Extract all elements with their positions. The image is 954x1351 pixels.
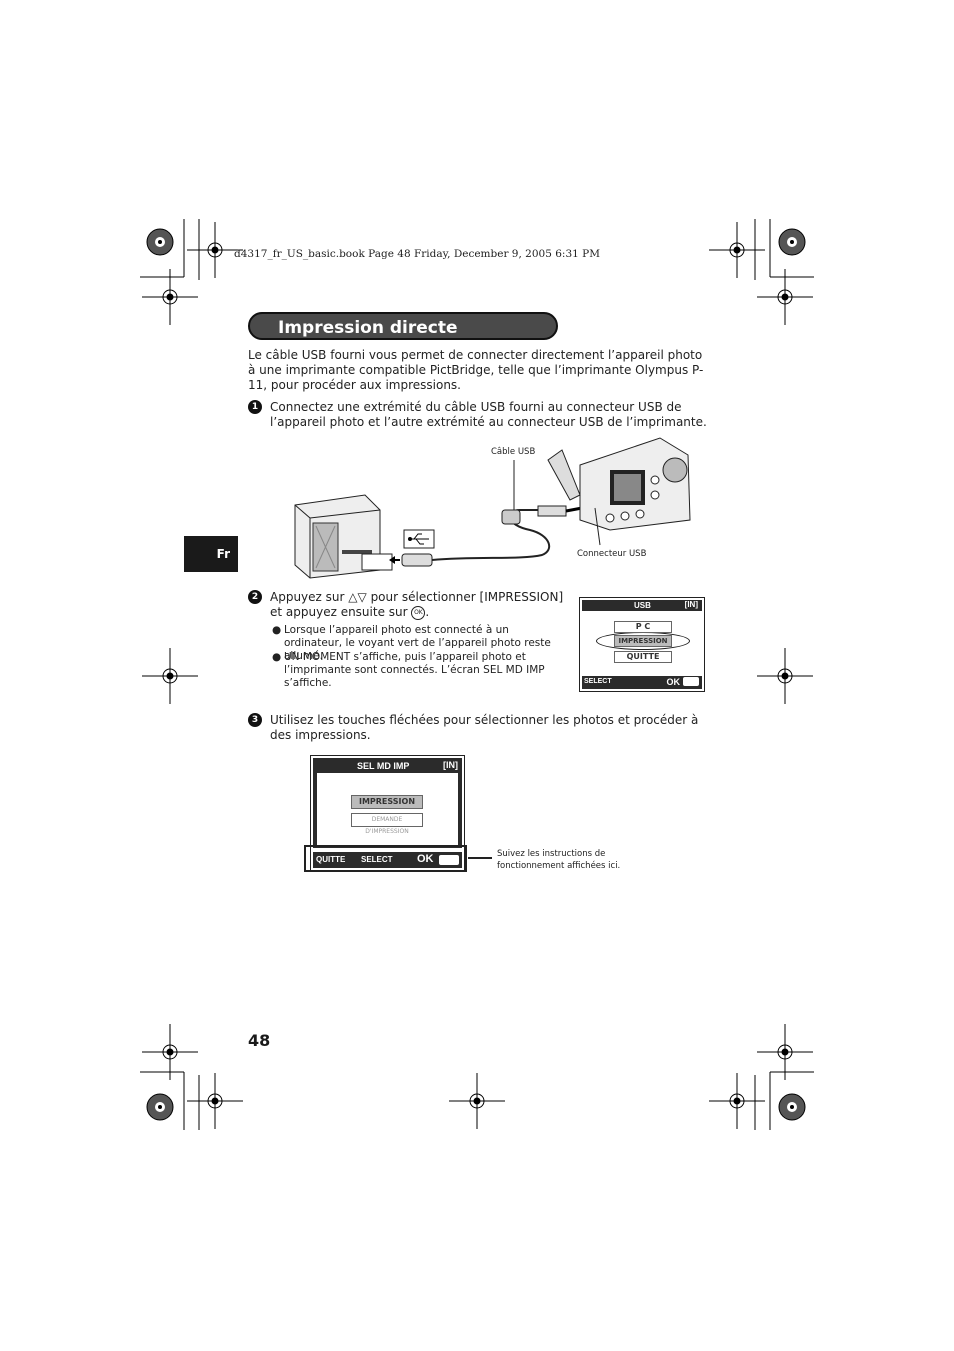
memory-badge: [IN] <box>684 600 698 609</box>
menu-item-pc[interactable]: P C <box>614 621 672 633</box>
menu-item-demande[interactable]: DEMANDE D'IMPRESSION <box>351 813 423 835</box>
step-number: 2 <box>248 590 262 604</box>
step-number: 1 <box>248 400 262 414</box>
up-down-arrow-icon: △▽ <box>348 590 367 604</box>
list-item: ● UN MOMENT s’affiche, puis l’appareil p… <box>272 651 562 690</box>
list-item: ● Lorsque l’appareil photo est connecté … <box>272 624 562 663</box>
step-number: 3 <box>248 713 262 727</box>
language-tab: Fr <box>184 536 238 572</box>
lcd-footer: SELECT OK <box>582 676 702 689</box>
ok-button-icon <box>439 855 459 865</box>
cable-label: Câble USB <box>491 447 536 457</box>
intro-paragraph: Le câble USB fourni vous permet de conne… <box>248 348 704 392</box>
step-text-part: pour sélectionner [IMPRESSION] et appuye… <box>270 590 564 619</box>
menu-item-quitte[interactable]: QUITTE <box>614 651 672 663</box>
file-header: d4317_fr_US_basic.book Page 48 Friday, D… <box>234 248 600 260</box>
menu-item-impression[interactable]: IMPRESSION <box>351 795 423 809</box>
quit-hint: QUITTE <box>316 855 346 864</box>
page-number: 48 <box>248 1031 271 1050</box>
ok-button-icon <box>683 677 699 686</box>
bullet-text: UN MOMENT s’affiche, puis l’appareil pho… <box>284 651 545 689</box>
printer-illustration <box>294 494 381 579</box>
lcd-footer: QUITTE SELECT OK <box>313 852 462 868</box>
bullet-text: Lorsque l’appareil photo est connecté à … <box>284 624 551 662</box>
step-text-part: Appuyez sur <box>270 590 345 604</box>
usb-icon <box>403 529 435 549</box>
callout-line <box>468 857 492 859</box>
callout-text: Suivez les instructions de fonctionnemen… <box>497 849 621 871</box>
lcd-frame: SEL MD IMP [IN] <box>313 758 462 848</box>
select-hint: SELECT <box>361 855 393 864</box>
step-text: Connectez une extrémité du câble USB fou… <box>270 400 707 429</box>
lcd-title: USB <box>634 601 651 610</box>
step-text-part: . <box>425 605 430 619</box>
section-title: Impression directe (PictBridge) <box>248 312 558 366</box>
select-hint: SELECT <box>584 678 612 685</box>
ok-hint: OK <box>666 677 681 687</box>
lcd-title: SEL MD IMP <box>357 761 410 771</box>
connector-label: Connecteur USB <box>577 549 647 559</box>
camera-illustration <box>547 437 691 546</box>
lcd-title-bar: USB [IN] <box>582 600 702 611</box>
lcd-body <box>317 773 458 845</box>
menu-item-impression[interactable]: IMPRESSION <box>614 635 672 647</box>
ok-hint: OK <box>417 853 434 865</box>
ok-button-icon: OK <box>411 605 426 620</box>
footer-highlight-box <box>304 845 467 872</box>
step-2-text: Appuyez sur △▽ pour sélectionner [IMPRES… <box>270 590 570 620</box>
usb-lcd-screen: USB [IN] P C IMPRESSION QUITTE SELECT OK <box>579 597 705 692</box>
step-text: Utilisez les touches fléchées pour sélec… <box>270 713 699 742</box>
connection-diagram <box>294 437 691 579</box>
memory-badge: [IN] <box>443 760 458 770</box>
